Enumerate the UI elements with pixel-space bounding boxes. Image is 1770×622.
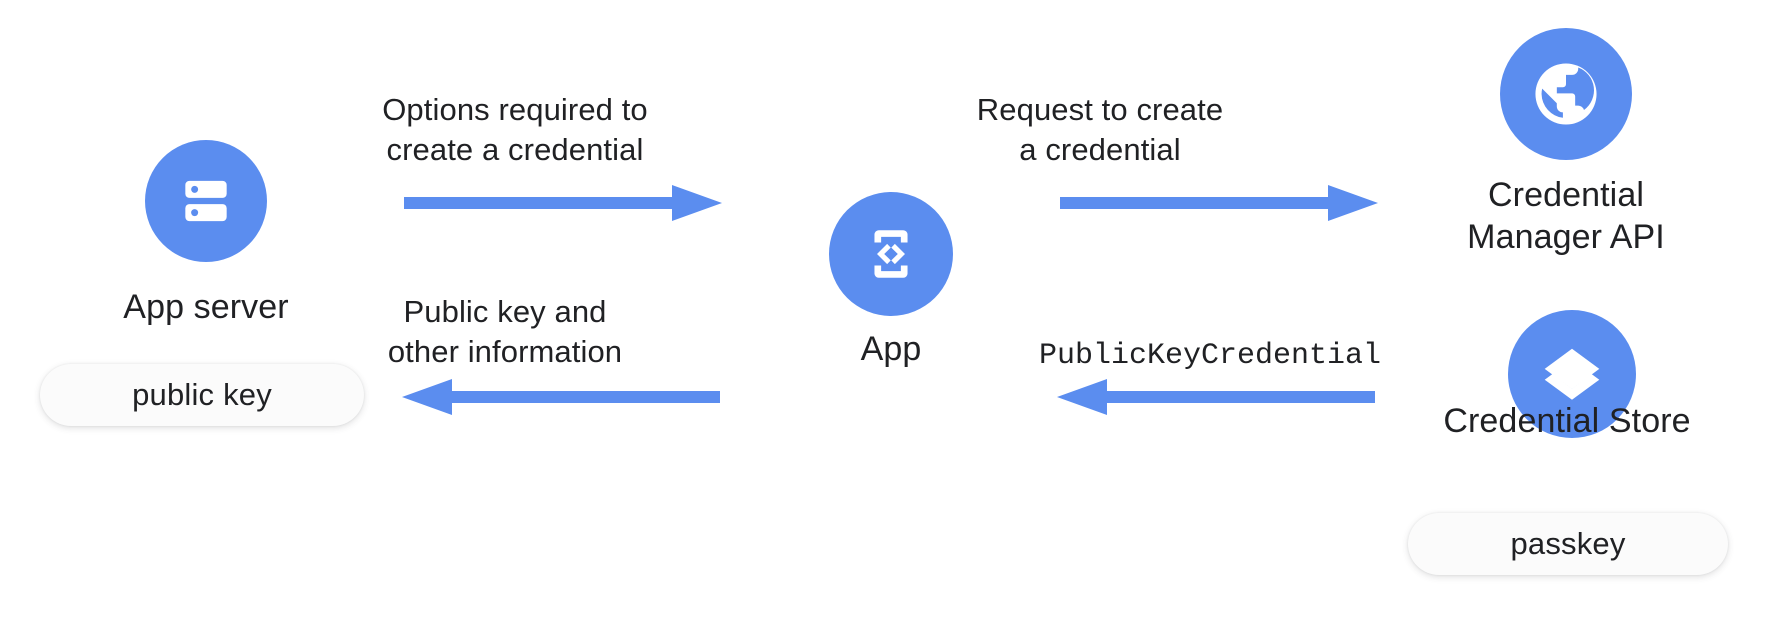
app-code-device-icon bbox=[859, 222, 923, 286]
arrow-caption-store-to-app: PublicKeyCredential bbox=[1038, 339, 1382, 373]
node-credential-manager-api-icon-circle bbox=[1500, 28, 1632, 160]
node-credential-manager-api-label: Credential Manager API bbox=[1467, 176, 1665, 256]
arrow-app-to-cm-api bbox=[1060, 183, 1380, 223]
chip-passkey-label: passkey bbox=[1510, 526, 1626, 561]
node-credential-store-icon-circle bbox=[1508, 310, 1636, 438]
node-app-server-icon-circle bbox=[145, 140, 267, 262]
node-app-server-label: App server bbox=[123, 288, 289, 326]
arrow-caption-app-to-server: Public key and other information bbox=[387, 294, 623, 369]
arrow-server-to-app bbox=[404, 183, 724, 223]
server-icon bbox=[175, 170, 237, 232]
node-app-icon-circle bbox=[829, 192, 953, 316]
layers-stack-icon bbox=[1536, 338, 1608, 410]
chip-public-key-label: public key bbox=[132, 377, 272, 412]
arrow-store-to-app bbox=[1055, 377, 1375, 417]
node-app-label: App bbox=[860, 330, 922, 368]
globe-icon bbox=[1527, 55, 1605, 133]
chip-passkey: passkey bbox=[1408, 513, 1728, 575]
node-credential-store-label: Credential Store bbox=[1443, 402, 1691, 440]
arrow-caption-server-to-app: Options required to create a credential bbox=[382, 92, 648, 167]
chip-public-key: public key bbox=[40, 364, 364, 426]
arrow-app-to-server bbox=[400, 377, 720, 417]
arrow-caption-app-to-cm-api: Request to create a credential bbox=[976, 92, 1224, 167]
